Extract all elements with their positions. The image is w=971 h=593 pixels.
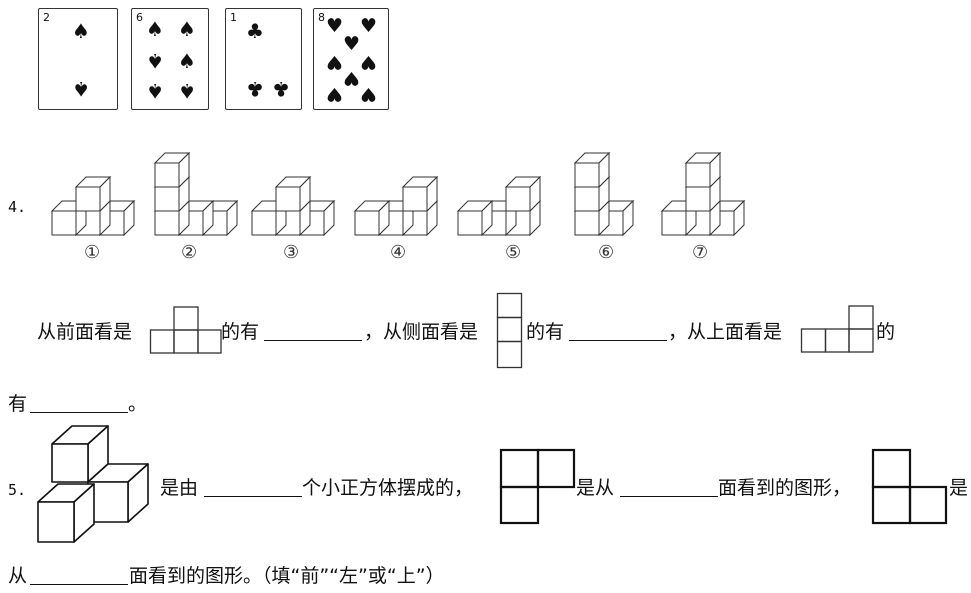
- figure-label-1: ①: [84, 242, 101, 263]
- q5-text-seen-1: 面看到的图形，: [718, 477, 852, 499]
- playing-card-2: 6 ♠ ♠ ♠ ♠ ♠ ♠: [131, 8, 209, 110]
- figure-label-2: ②: [181, 242, 198, 263]
- card-rank: 1: [230, 11, 237, 24]
- card-rank: 6: [136, 11, 143, 24]
- card-suit-pip: ♠: [72, 19, 90, 43]
- q5-text-is: 是: [949, 477, 969, 499]
- q4-text-have-1: 的有: [221, 321, 260, 343]
- q4-text-period: 。: [128, 393, 148, 415]
- q5-text-made-of: 是由: [160, 477, 199, 499]
- answer-blank-front[interactable]: [264, 322, 362, 341]
- card-suit-pip: ♥: [326, 15, 344, 37]
- card-suit-pip: ♠: [146, 17, 164, 41]
- figure-label-6: ⑥: [598, 242, 615, 263]
- answer-blank-top[interactable]: [30, 394, 128, 413]
- figure-label-5: ⑤: [505, 242, 522, 263]
- question-number: 4.: [8, 198, 27, 216]
- answer-blank-view-a[interactable]: [620, 478, 718, 497]
- playing-card-3: 1 ♣ ♣ ♣: [225, 8, 302, 110]
- figure-label-4: ④: [390, 242, 407, 263]
- q4-text-front: 从前面看是: [37, 321, 133, 343]
- figure-label-7: ⑦: [692, 242, 709, 263]
- card-suit-pip: ♥: [360, 15, 378, 37]
- card-suit-pip: ♣: [246, 19, 264, 43]
- playing-card-1: 2 ♠ ♠: [38, 8, 118, 110]
- question-number: 5.: [8, 481, 27, 499]
- q4-text-have-2: 的有: [526, 321, 565, 343]
- answer-blank-side[interactable]: [569, 322, 667, 341]
- q5-text-cubes: 个小正方体摆成的，: [302, 477, 474, 499]
- view-shape-b: [871, 448, 948, 525]
- q5-text-from-2: 从: [8, 565, 28, 587]
- front-view-shape: [149, 306, 222, 354]
- card-suit-pip: ♠: [178, 17, 196, 41]
- q4-text-top: ，从上面看是: [668, 321, 783, 343]
- q4-text-you: 有: [8, 393, 28, 415]
- top-view-shape: [800, 305, 874, 353]
- q4-text-de: 的: [876, 321, 896, 343]
- card-rank: 2: [43, 11, 50, 24]
- q5-text-from-1: 是从: [576, 477, 615, 499]
- q4-text-side: ，从侧面看是: [364, 321, 479, 343]
- answer-blank-count[interactable]: [204, 478, 302, 497]
- figure-label-3: ③: [283, 242, 300, 263]
- playing-card-4: 8 ♥ ♥ ♥ ♥ ♥ ♥ ♥ ♥: [313, 8, 389, 110]
- view-shape-a: [499, 448, 576, 525]
- card-suit-pip: ♥: [343, 33, 361, 55]
- answer-blank-view-b[interactable]: [30, 566, 128, 585]
- card-rank: 8: [318, 11, 325, 24]
- card-suit-pip: ♠: [178, 49, 196, 73]
- cube-stack-figure: [37, 425, 149, 543]
- side-view-shape: [496, 292, 523, 369]
- q5-text-seen-2: 面看到的图形。（填“前”“左”或“上”）: [129, 565, 445, 587]
